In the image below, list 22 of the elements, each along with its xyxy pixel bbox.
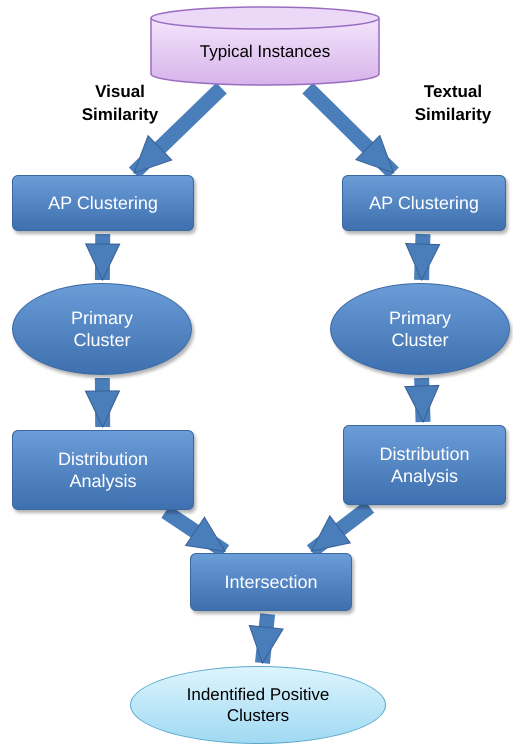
node-text: AP Clustering [369,192,479,214]
process-box [12,175,194,231]
node-text: Indentified Positive Clusters [186,684,330,726]
block-arrow [405,234,440,280]
process-box [343,425,506,505]
block-arrow [248,613,284,664]
database-cylinder [150,6,380,86]
process-box [342,175,506,231]
node-text: Primary Cluster [70,306,134,352]
block-arrow [84,378,120,428]
block-arrow [404,378,440,422]
node-text: AP Clustering [48,192,158,214]
node-text: Typical Instances [200,41,330,63]
annotation-text: Textual Similarity [414,81,492,126]
node-text: Distribution Analysis [378,442,471,488]
node-text: Distribution Analysis [56,448,150,492]
node-text: Primary Cluster [388,306,452,352]
process-box [190,553,352,611]
annotation-text: Visual Similarity [80,81,160,126]
process-box [12,430,194,510]
block-arrow [85,234,120,280]
node-text: Intersection [224,570,318,594]
